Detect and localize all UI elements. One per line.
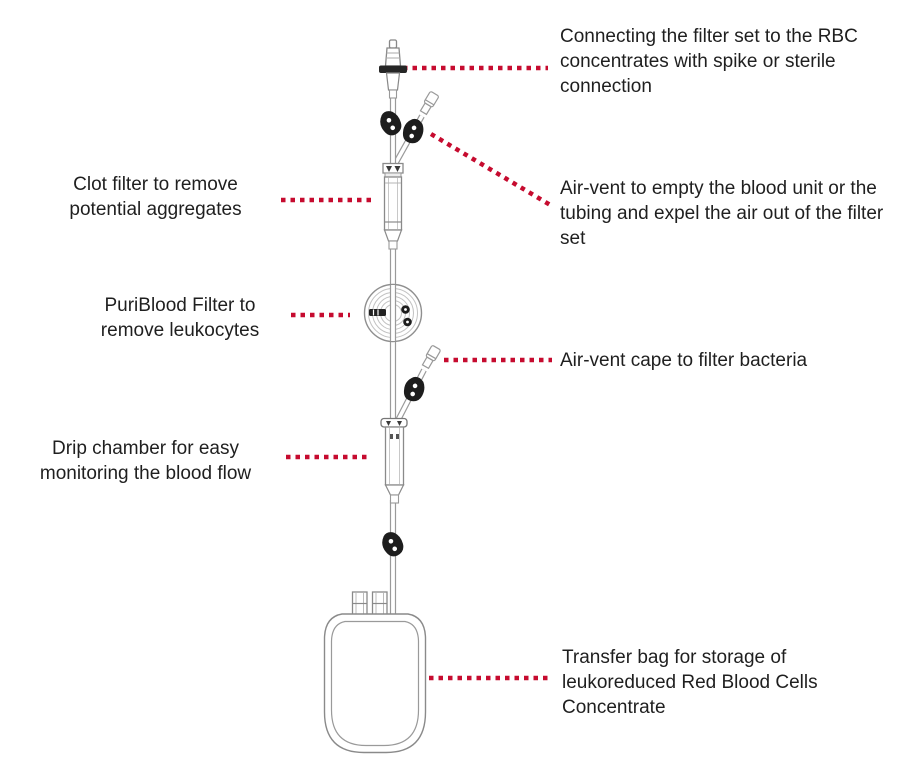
- transfer-bag-icon: [323, 591, 427, 754]
- label-air-vent-cape: Air-vent cape to filter bacteria: [560, 350, 808, 371]
- label-clot-filter: Clot filter to remove potential aggregat…: [69, 174, 242, 220]
- puriblood-filter-icon: [363, 283, 423, 343]
- pinch-clamp-icon: [397, 115, 429, 148]
- pinch-clamp-icon: [378, 109, 403, 137]
- spike-connector-icon: [379, 39, 407, 99]
- pinch-clamp-icon: [380, 530, 405, 558]
- label-transfer-bag: Transfer bag for storage of leukoreduced…: [562, 647, 818, 718]
- clot-filter-icon: [382, 162, 404, 250]
- label-drip-chamber: Drip chamber for easy monitoring the blo…: [39, 438, 252, 484]
- leader-line-air-vent: [429, 132, 554, 208]
- label-puriblood-filter: PuriBlood Filter to remove leukocytes: [100, 295, 260, 341]
- label-spike-connection: Connecting the filter set to the RBC con…: [560, 26, 858, 97]
- label-air-vent: Air-vent to empty the blood unit or the …: [560, 178, 884, 249]
- air-vent-cape-icon: [391, 345, 441, 430]
- pinch-clamp-icon: [398, 373, 430, 406]
- drip-chamber-icon: [380, 417, 408, 504]
